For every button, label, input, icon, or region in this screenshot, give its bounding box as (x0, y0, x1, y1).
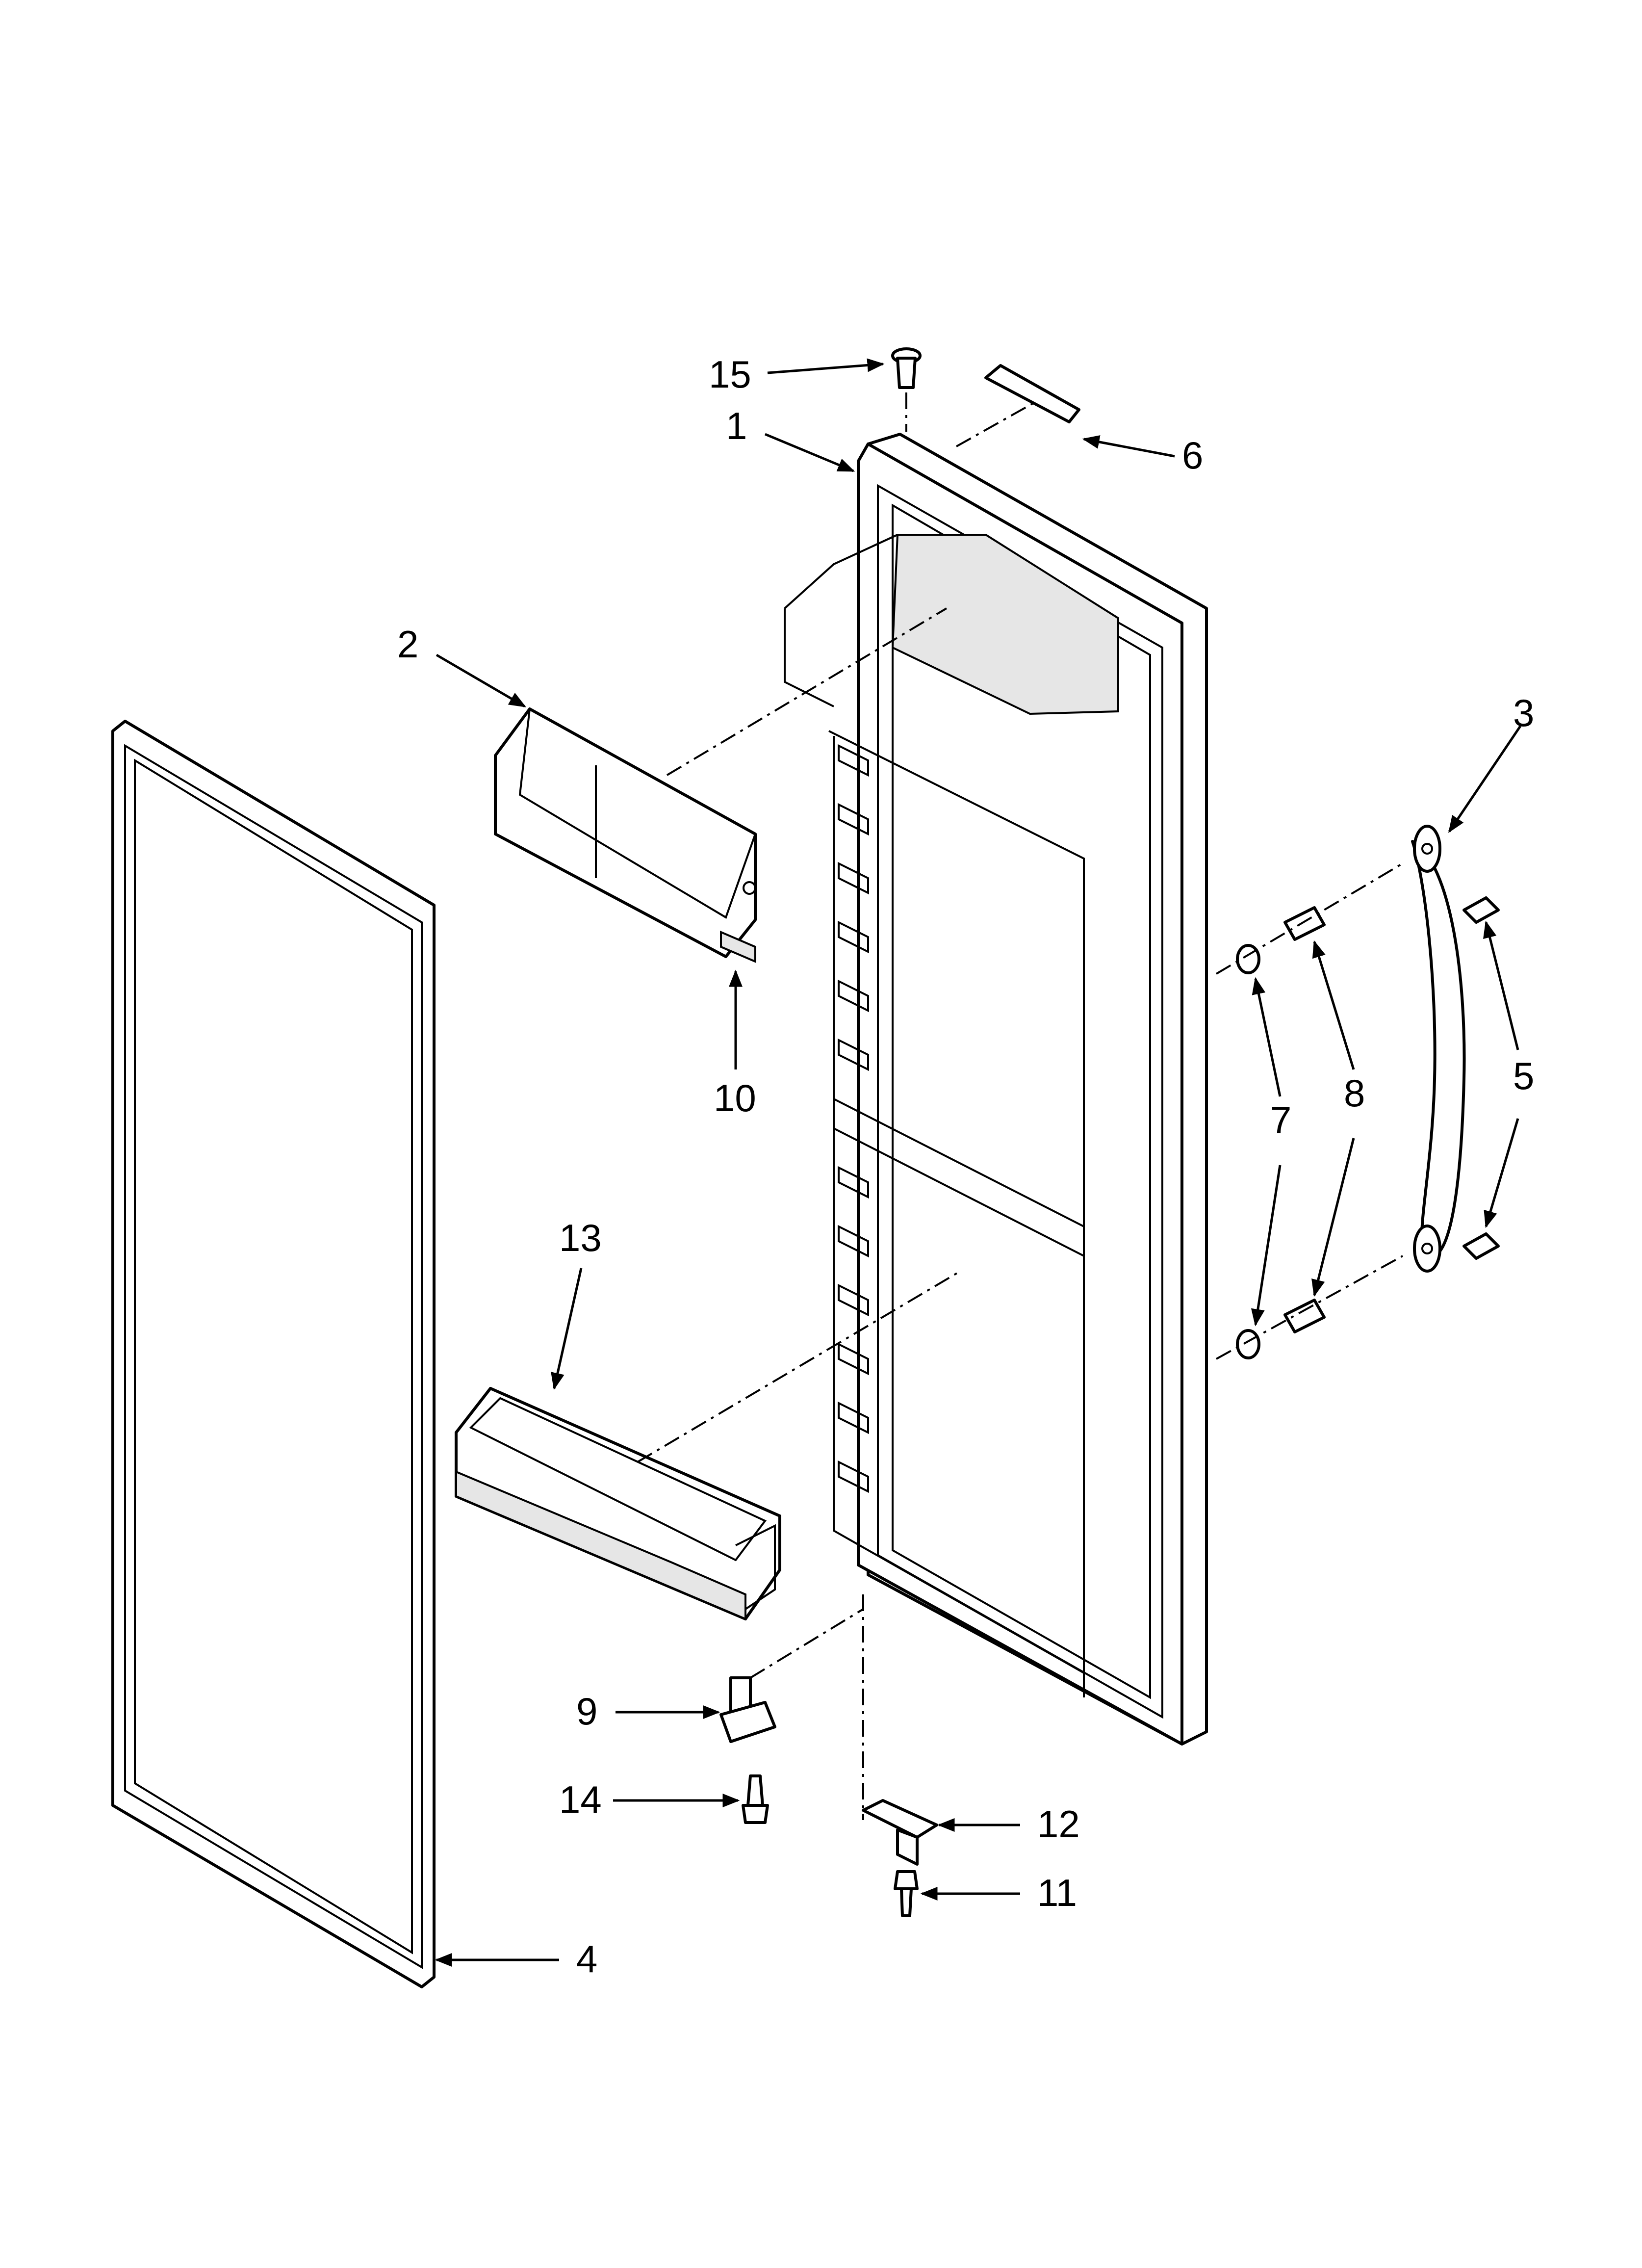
assembly-lines (637, 392, 1404, 1820)
callout-9: 9 (576, 1690, 597, 1733)
leader-lines (435, 358, 1522, 1967)
callout-11: 11 (1037, 1871, 1077, 1914)
callout-5: 5 (1513, 1054, 1534, 1097)
callout-8: 8 (1344, 1071, 1365, 1115)
callout-labels: 15 1 6 2 3 10 5 8 7 13 9 14 12 11 4 (397, 353, 1534, 1981)
spacer-7-bottom (1236, 1329, 1260, 1359)
callout-12: 12 (1037, 1802, 1080, 1846)
callout-6: 6 (1182, 434, 1203, 477)
setscrew-5-top (1462, 896, 1500, 924)
dispenser-cover (494, 707, 757, 964)
callout-14: 14 (559, 1778, 602, 1821)
callout-13: 13 (559, 1216, 602, 1259)
hinge-pin-9 (719, 1676, 776, 1743)
door-gasket (111, 720, 436, 1988)
hinge-bracket-12 (862, 1799, 938, 1866)
callout-7: 7 (1270, 1098, 1291, 1142)
door-shelf-ribs (838, 744, 869, 1493)
callout-1: 1 (726, 404, 747, 447)
screw-8-bottom (1283, 1299, 1326, 1333)
callout-10: 10 (714, 1076, 756, 1120)
callout-2: 2 (397, 623, 418, 666)
callout-15: 15 (709, 353, 751, 396)
door-liner (784, 433, 1208, 1746)
callout-3: 3 (1513, 691, 1534, 734)
screw-15 (891, 347, 922, 389)
door-handle (1411, 825, 1466, 1273)
setscrew-5-bottom (1462, 1232, 1500, 1260)
door-bin (455, 1387, 781, 1621)
label-6 (984, 364, 1080, 423)
screw-14 (742, 1774, 769, 1824)
screw-8-top (1283, 906, 1326, 941)
screw-11 (894, 1870, 919, 1917)
callout-4: 4 (576, 1937, 597, 1981)
